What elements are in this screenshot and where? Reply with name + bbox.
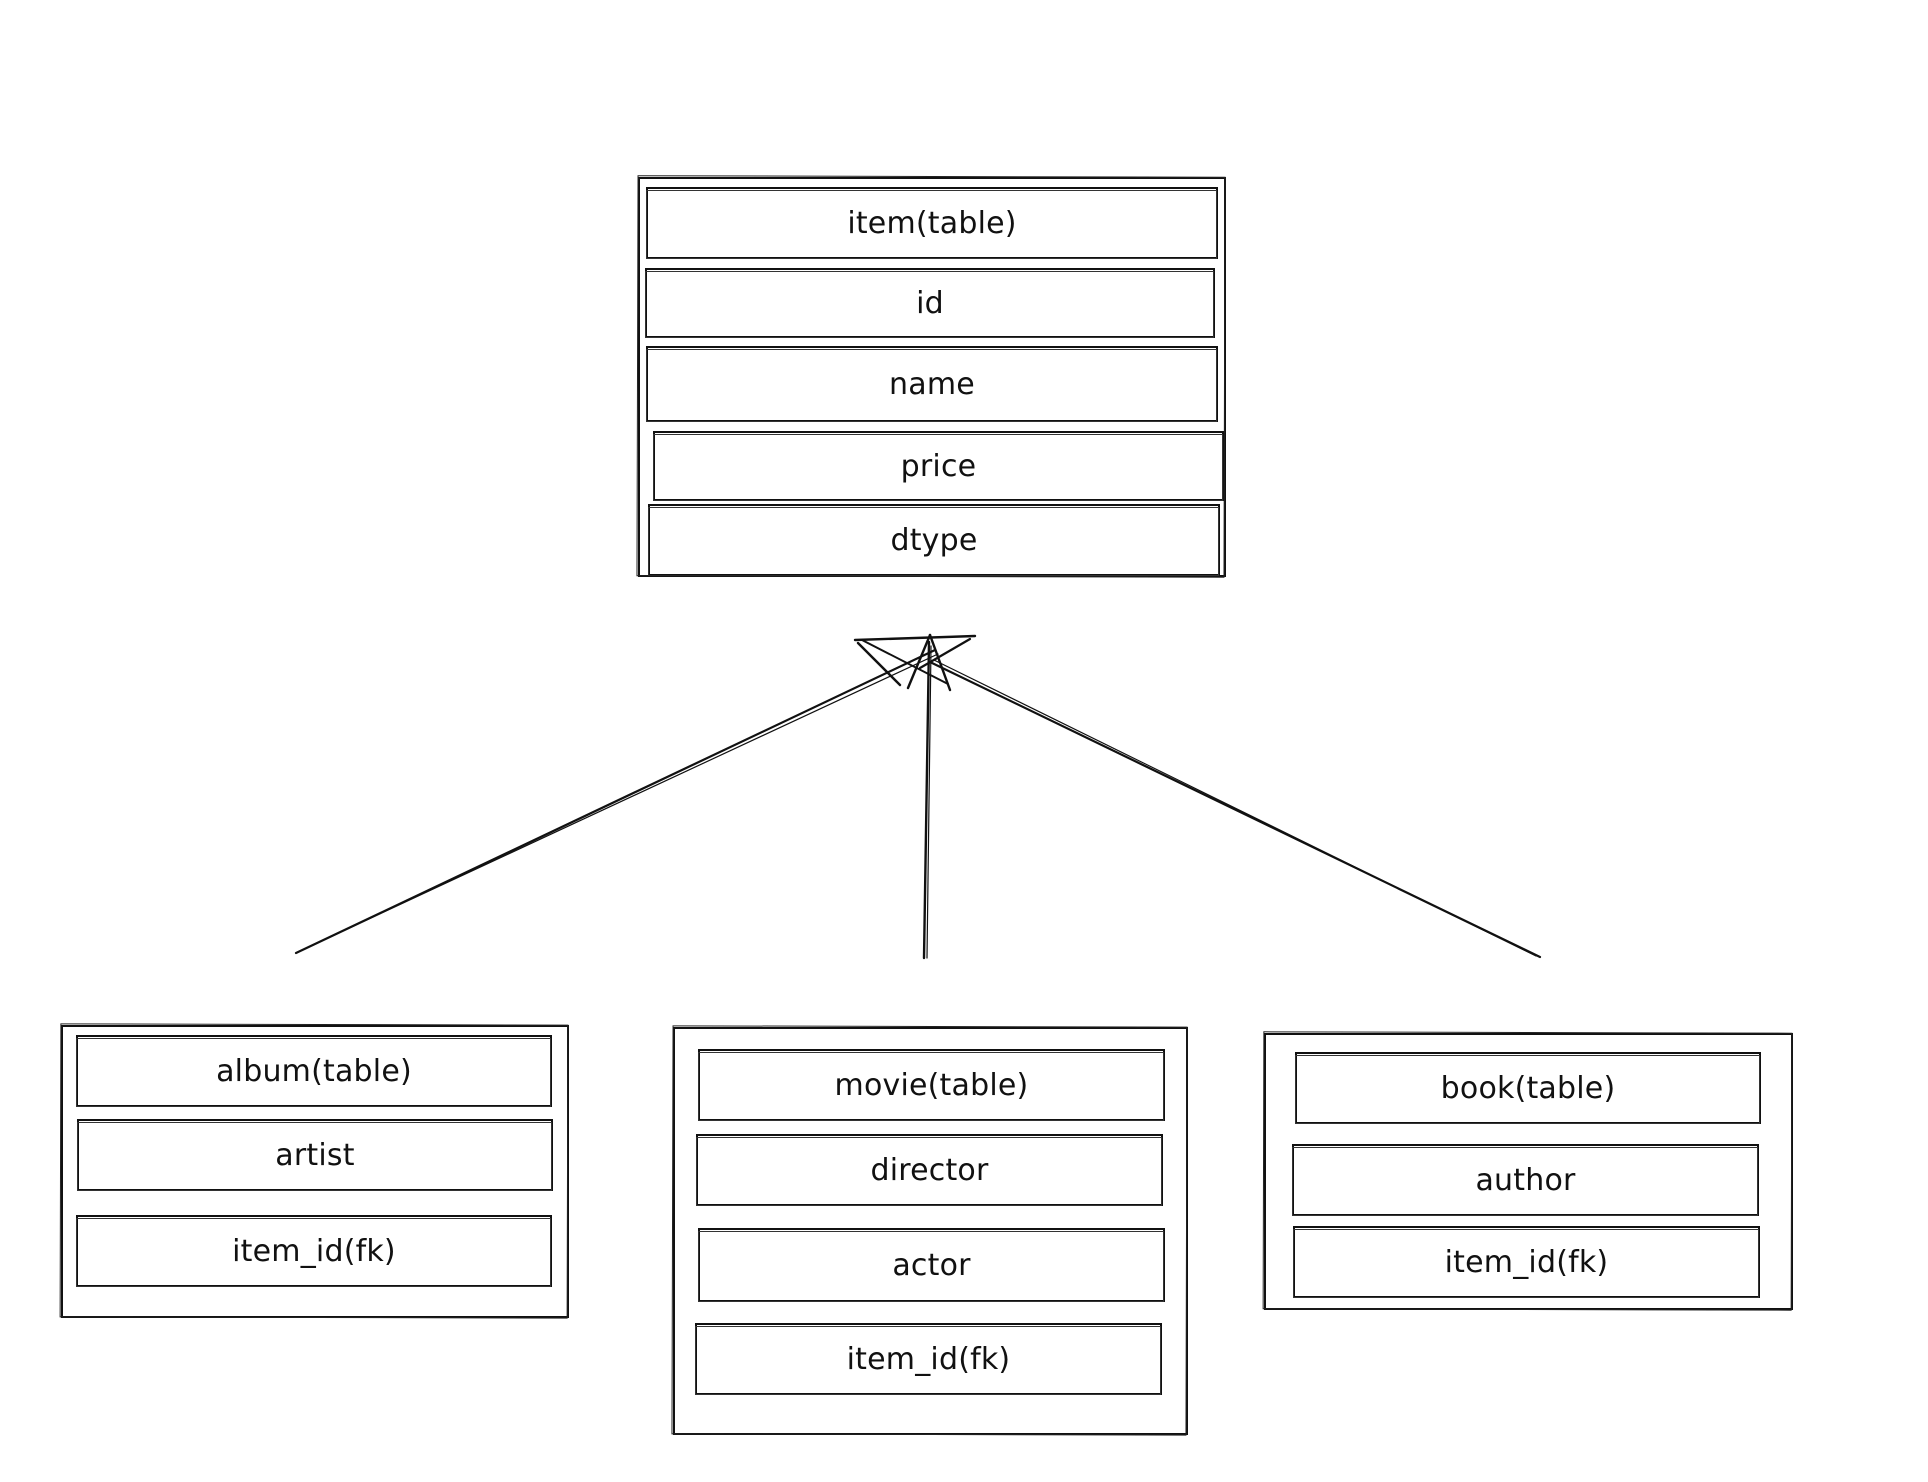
book-table-title-label: book(table) [1440,1070,1616,1106]
item-field-name-label: name [889,366,975,402]
album-table-title[interactable]: album(table) [76,1035,552,1107]
movie-table-title-label: movie(table) [834,1067,1029,1103]
movie-field-actor[interactable]: actor [698,1228,1165,1302]
movie-field-director-label: director [870,1152,989,1188]
item-field-dtype[interactable]: dtype [648,504,1220,576]
album-field-item-id[interactable]: item_id(fk) [76,1215,552,1287]
book-field-item-id[interactable]: item_id(fk) [1293,1226,1760,1298]
item-field-id[interactable]: id [645,268,1215,338]
album-field-item-id-label: item_id(fk) [232,1233,396,1269]
movie-field-director[interactable]: director [696,1134,1163,1206]
book-field-author[interactable]: author [1292,1144,1759,1216]
connector-movie [922,640,931,960]
book-field-author-label: author [1475,1162,1576,1198]
movie-field-item-id[interactable]: item_id(fk) [695,1323,1162,1395]
movie-field-item-id-label: item_id(fk) [846,1341,1011,1377]
movie-field-actor-label: actor [892,1247,971,1283]
album-field-artist-label: artist [275,1137,355,1173]
item-field-id-label: id [916,285,944,321]
book-field-item-id-label: item_id(fk) [1444,1244,1609,1280]
item-table[interactable]: item(table) id name price dtype [638,177,1226,577]
book-table[interactable]: book(table) author item_id(fk) [1264,1033,1793,1310]
movie-table[interactable]: movie(table) director actor item_id(fk) [673,1027,1188,1435]
item-table-title[interactable]: item(table) [646,187,1218,259]
connector-album [294,648,937,955]
connector-book [928,660,1542,959]
album-table[interactable]: album(table) artist item_id(fk) [61,1025,569,1318]
item-table-title-label: item(table) [847,205,1017,241]
arrowhead [853,634,977,642]
album-field-artist[interactable]: artist [77,1119,553,1191]
book-table-title[interactable]: book(table) [1295,1052,1761,1124]
item-field-price[interactable]: price [653,431,1224,501]
item-field-dtype-label: dtype [890,522,978,558]
item-field-price-label: price [900,448,977,484]
movie-table-title[interactable]: movie(table) [698,1049,1165,1121]
album-table-title-label: album(table) [216,1053,412,1089]
item-field-name[interactable]: name [646,346,1218,422]
